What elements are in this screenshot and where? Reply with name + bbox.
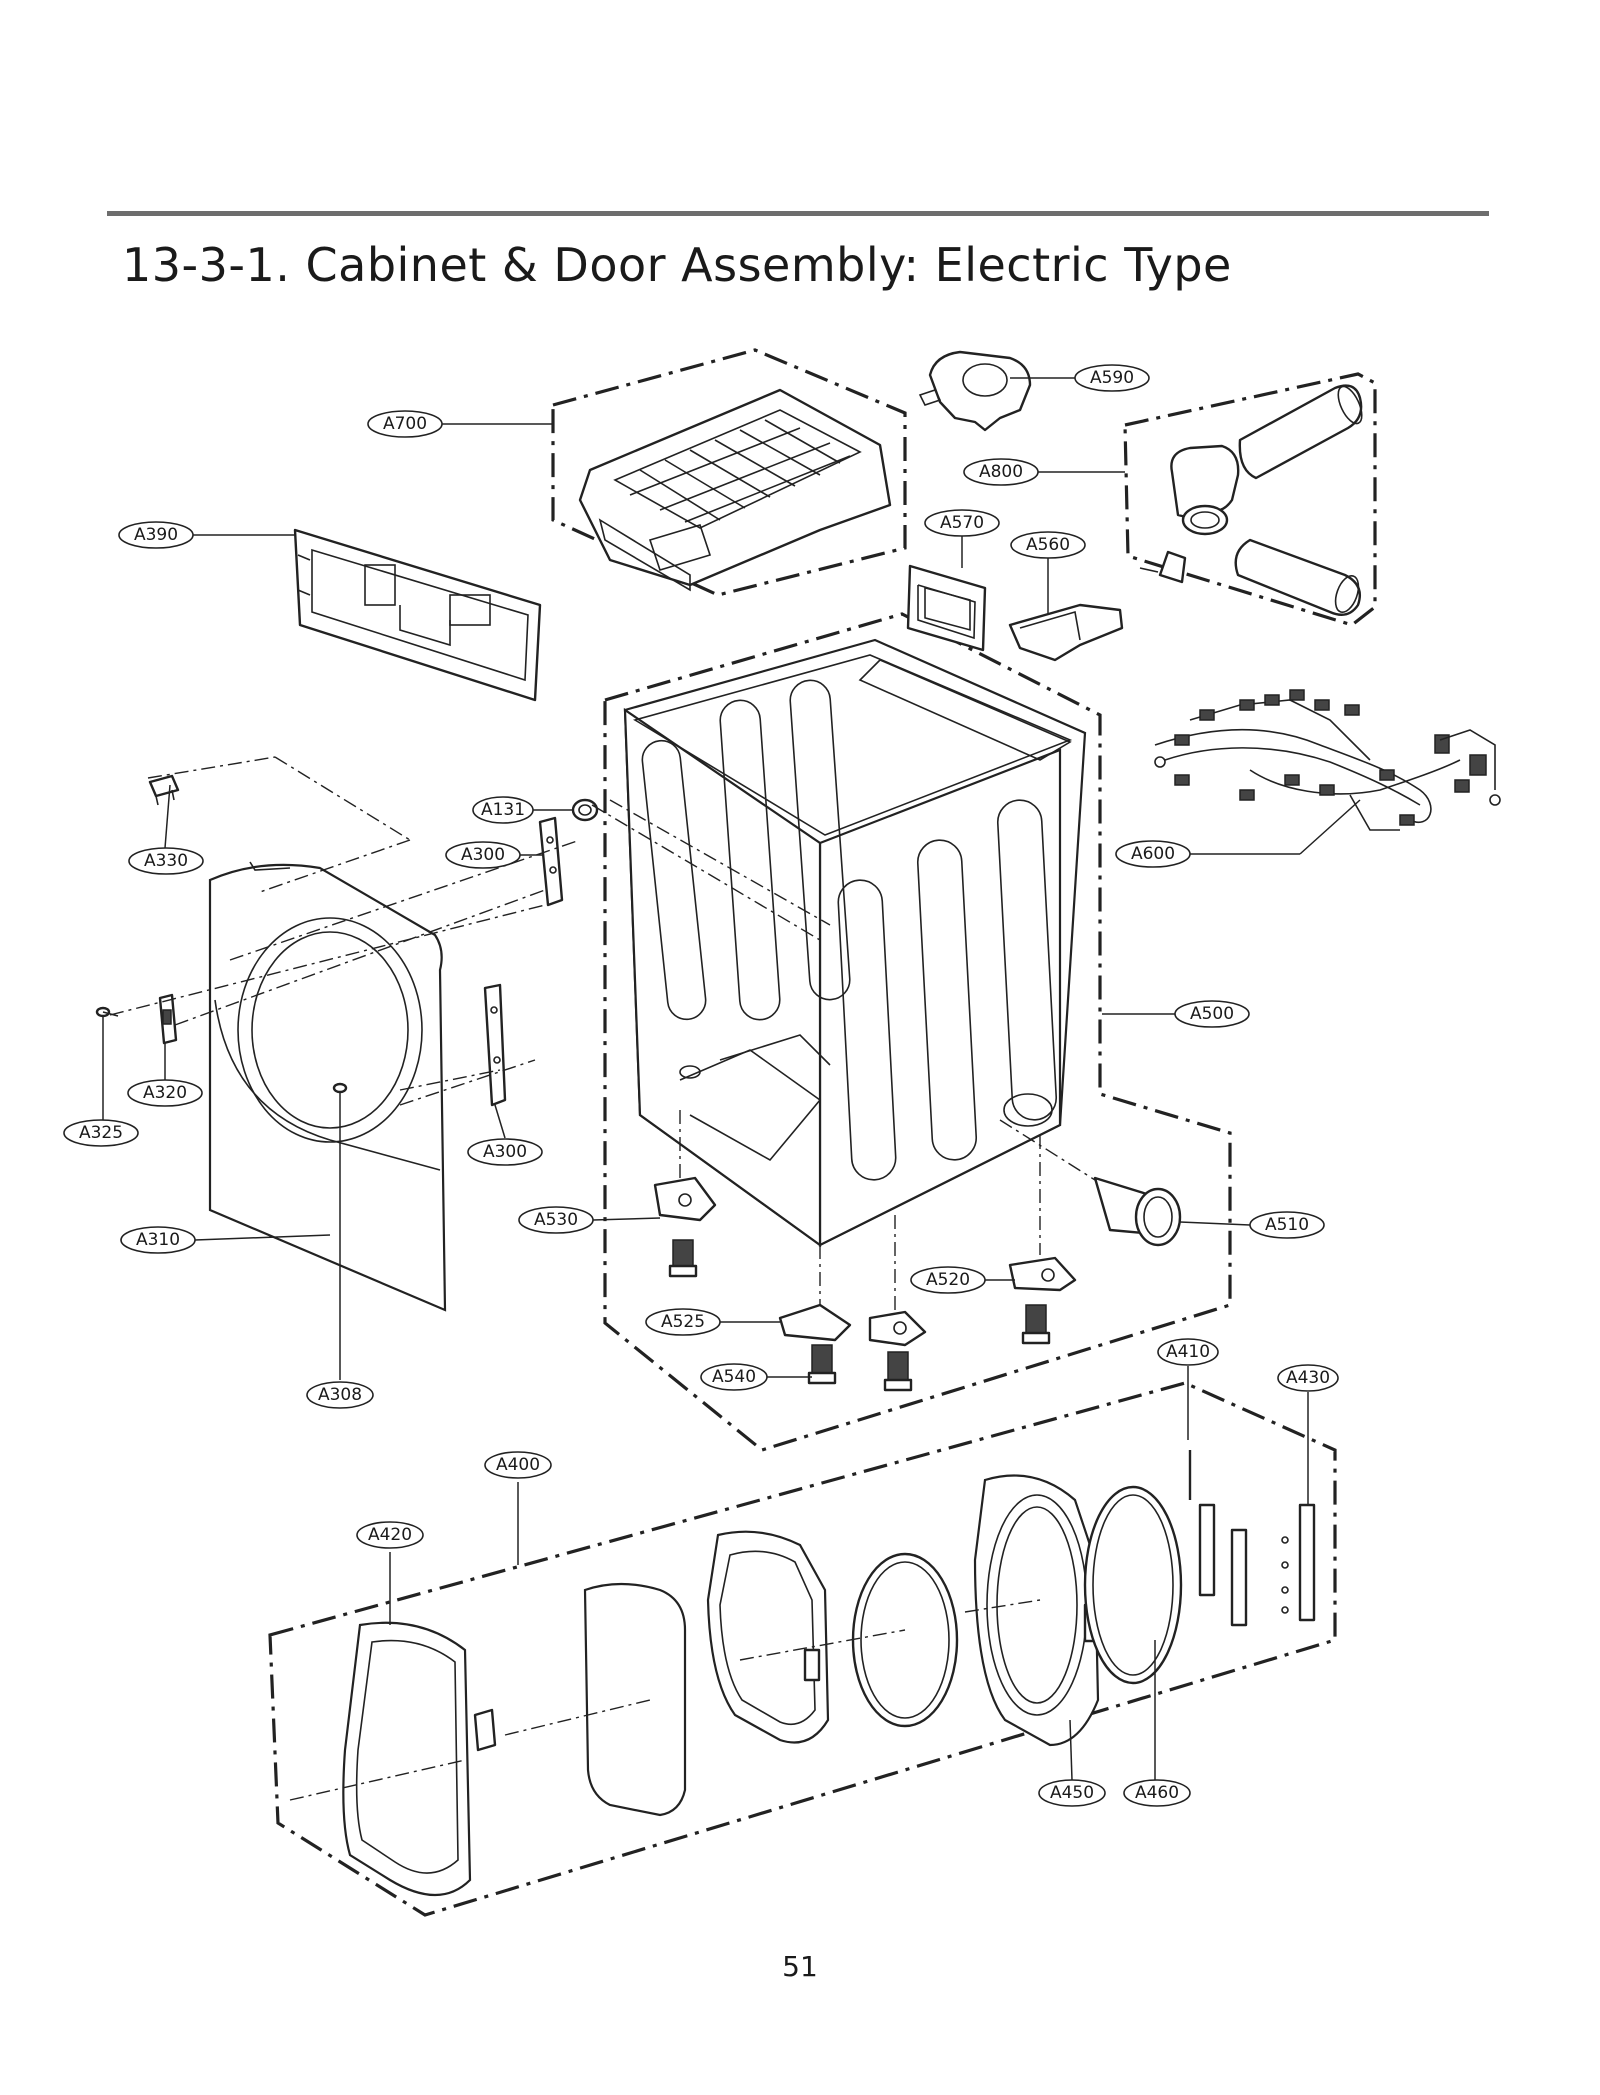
- svg-text:A500: A500: [1190, 1004, 1234, 1024]
- filter-chute-part: [1008, 603, 1124, 662]
- part-tag-a530: A530: [518, 1206, 594, 1234]
- panel-screw-part: [332, 1082, 348, 1094]
- svg-text:A570: A570: [940, 513, 984, 533]
- svg-text:A420: A420: [368, 1525, 412, 1545]
- leveling-bracket-left-part: [653, 1176, 717, 1278]
- svg-text:A800: A800: [979, 462, 1023, 482]
- svg-text:A300: A300: [461, 845, 505, 865]
- door-glass-part: [583, 1582, 687, 1817]
- svg-text:A430: A430: [1286, 1368, 1330, 1388]
- svg-text:A308: A308: [318, 1385, 362, 1405]
- svg-text:A450: A450: [1050, 1783, 1094, 1803]
- page-title: 13-3-1. Cabinet & Door Assembly: Electri…: [122, 238, 1232, 292]
- svg-text:A390: A390: [134, 525, 178, 545]
- part-tag-a700: A700: [367, 410, 443, 438]
- svg-text:A590: A590: [1090, 368, 1134, 388]
- part-tag-a308: A308: [306, 1381, 374, 1409]
- exhaust-duct-part: [1139, 384, 1363, 616]
- svg-text:A560: A560: [1026, 535, 1070, 555]
- hinge-upper-part: [538, 816, 564, 907]
- part-tag-a560: A560: [1010, 531, 1086, 559]
- part-tag-a430: A430: [1277, 1364, 1339, 1392]
- leveling-foot-part: [807, 1344, 913, 1392]
- leveling-bracket-right-part: [1008, 1256, 1077, 1345]
- part-tag-a590: A590: [1074, 364, 1150, 392]
- svg-text:A530: A530: [534, 1210, 578, 1230]
- svg-text:A540: A540: [712, 1367, 756, 1387]
- svg-text:A520: A520: [926, 1270, 970, 1290]
- part-tags: A700 A590 A800 A390 A570 A560 A330 A131 …: [63, 364, 1339, 1807]
- part-tag-a300-upper: A300: [445, 841, 521, 869]
- leader-lines: [102, 377, 1361, 1781]
- svg-text:A700: A700: [383, 414, 427, 434]
- part-tag-a525: A525: [645, 1308, 721, 1336]
- svg-text:A510: A510: [1265, 1215, 1309, 1235]
- part-tag-a325: A325: [63, 1119, 139, 1147]
- svg-text:A400: A400: [496, 1455, 540, 1475]
- svg-text:A410: A410: [1166, 1342, 1210, 1362]
- part-tag-a320: A320: [127, 1079, 203, 1107]
- leveling-bracket-center-part: [778, 1303, 927, 1347]
- wiring-harness-part: [1154, 689, 1501, 831]
- door-switch-knob-part: [571, 798, 599, 822]
- part-tag-a500: A500: [1174, 1000, 1250, 1028]
- svg-text:A325: A325: [79, 1123, 123, 1143]
- cabinet-body-part: [623, 638, 1087, 1248]
- door-inner-frame-part: [706, 1530, 830, 1744]
- alignment-lines: [109, 756, 1096, 1801]
- part-tag-a600: A600: [1115, 840, 1191, 868]
- svg-text:A525: A525: [661, 1312, 705, 1332]
- screw-part: [95, 1006, 119, 1018]
- svg-text:A460: A460: [1135, 1783, 1179, 1803]
- part-tag-a510: A510: [1249, 1211, 1325, 1239]
- duct-group-boundary: [1123, 372, 1377, 627]
- front-bracket-plate-part: [906, 564, 987, 652]
- part-tag-a800: A800: [963, 458, 1039, 486]
- svg-text:A330: A330: [144, 851, 188, 871]
- part-tag-a300-lower: A300: [467, 1138, 543, 1166]
- door-hinge-pin-part: [1188, 1450, 1248, 1627]
- part-tag-a390: A390: [118, 521, 194, 549]
- svg-text:A310: A310: [136, 1230, 180, 1250]
- door-seal-ring-part: [1083, 1485, 1183, 1685]
- top-cover-part: [578, 388, 892, 592]
- part-tag-a570: A570: [924, 509, 1000, 537]
- hinge-lower-part: [483, 983, 507, 1107]
- door-latch-part: [158, 993, 178, 1045]
- exhaust-outlet-part: [1093, 1176, 1182, 1247]
- svg-text:A320: A320: [143, 1083, 187, 1103]
- door-hinge-bracket-part: [1281, 1503, 1316, 1622]
- header-rule: [107, 211, 1489, 216]
- part-tag-a540: A540: [700, 1363, 768, 1391]
- cabinet-group-boundary: [603, 612, 1232, 1452]
- part-tag-a410: A410: [1157, 1338, 1219, 1366]
- door-liner-part: [973, 1474, 1103, 1747]
- front-panel-part: [208, 861, 447, 1312]
- top-cover-group-boundary: [551, 348, 907, 597]
- part-tag-a450: A450: [1038, 1779, 1106, 1807]
- part-tag-a400: A400: [484, 1451, 552, 1479]
- part-tag-a330: A330: [128, 847, 204, 875]
- svg-text:A300: A300: [483, 1142, 527, 1162]
- door-group-boundary: [268, 1381, 1337, 1917]
- switch-part: [148, 774, 180, 806]
- svg-text:A131: A131: [481, 800, 525, 820]
- control-panel-bracket-part: [293, 528, 542, 702]
- door-outer-frame-part: [342, 1621, 497, 1897]
- part-tag-a520: A520: [910, 1266, 986, 1294]
- part-tag-a420: A420: [356, 1521, 424, 1549]
- part-tag-a460: A460: [1123, 1779, 1191, 1807]
- svg-text:A600: A600: [1131, 844, 1175, 864]
- blower-housing-part: [918, 350, 1032, 432]
- door-gasket-ring-part: [851, 1552, 959, 1728]
- page-number: 51: [782, 1950, 818, 1983]
- part-tag-a131: A131: [472, 796, 534, 824]
- part-tag-a310: A310: [120, 1226, 196, 1254]
